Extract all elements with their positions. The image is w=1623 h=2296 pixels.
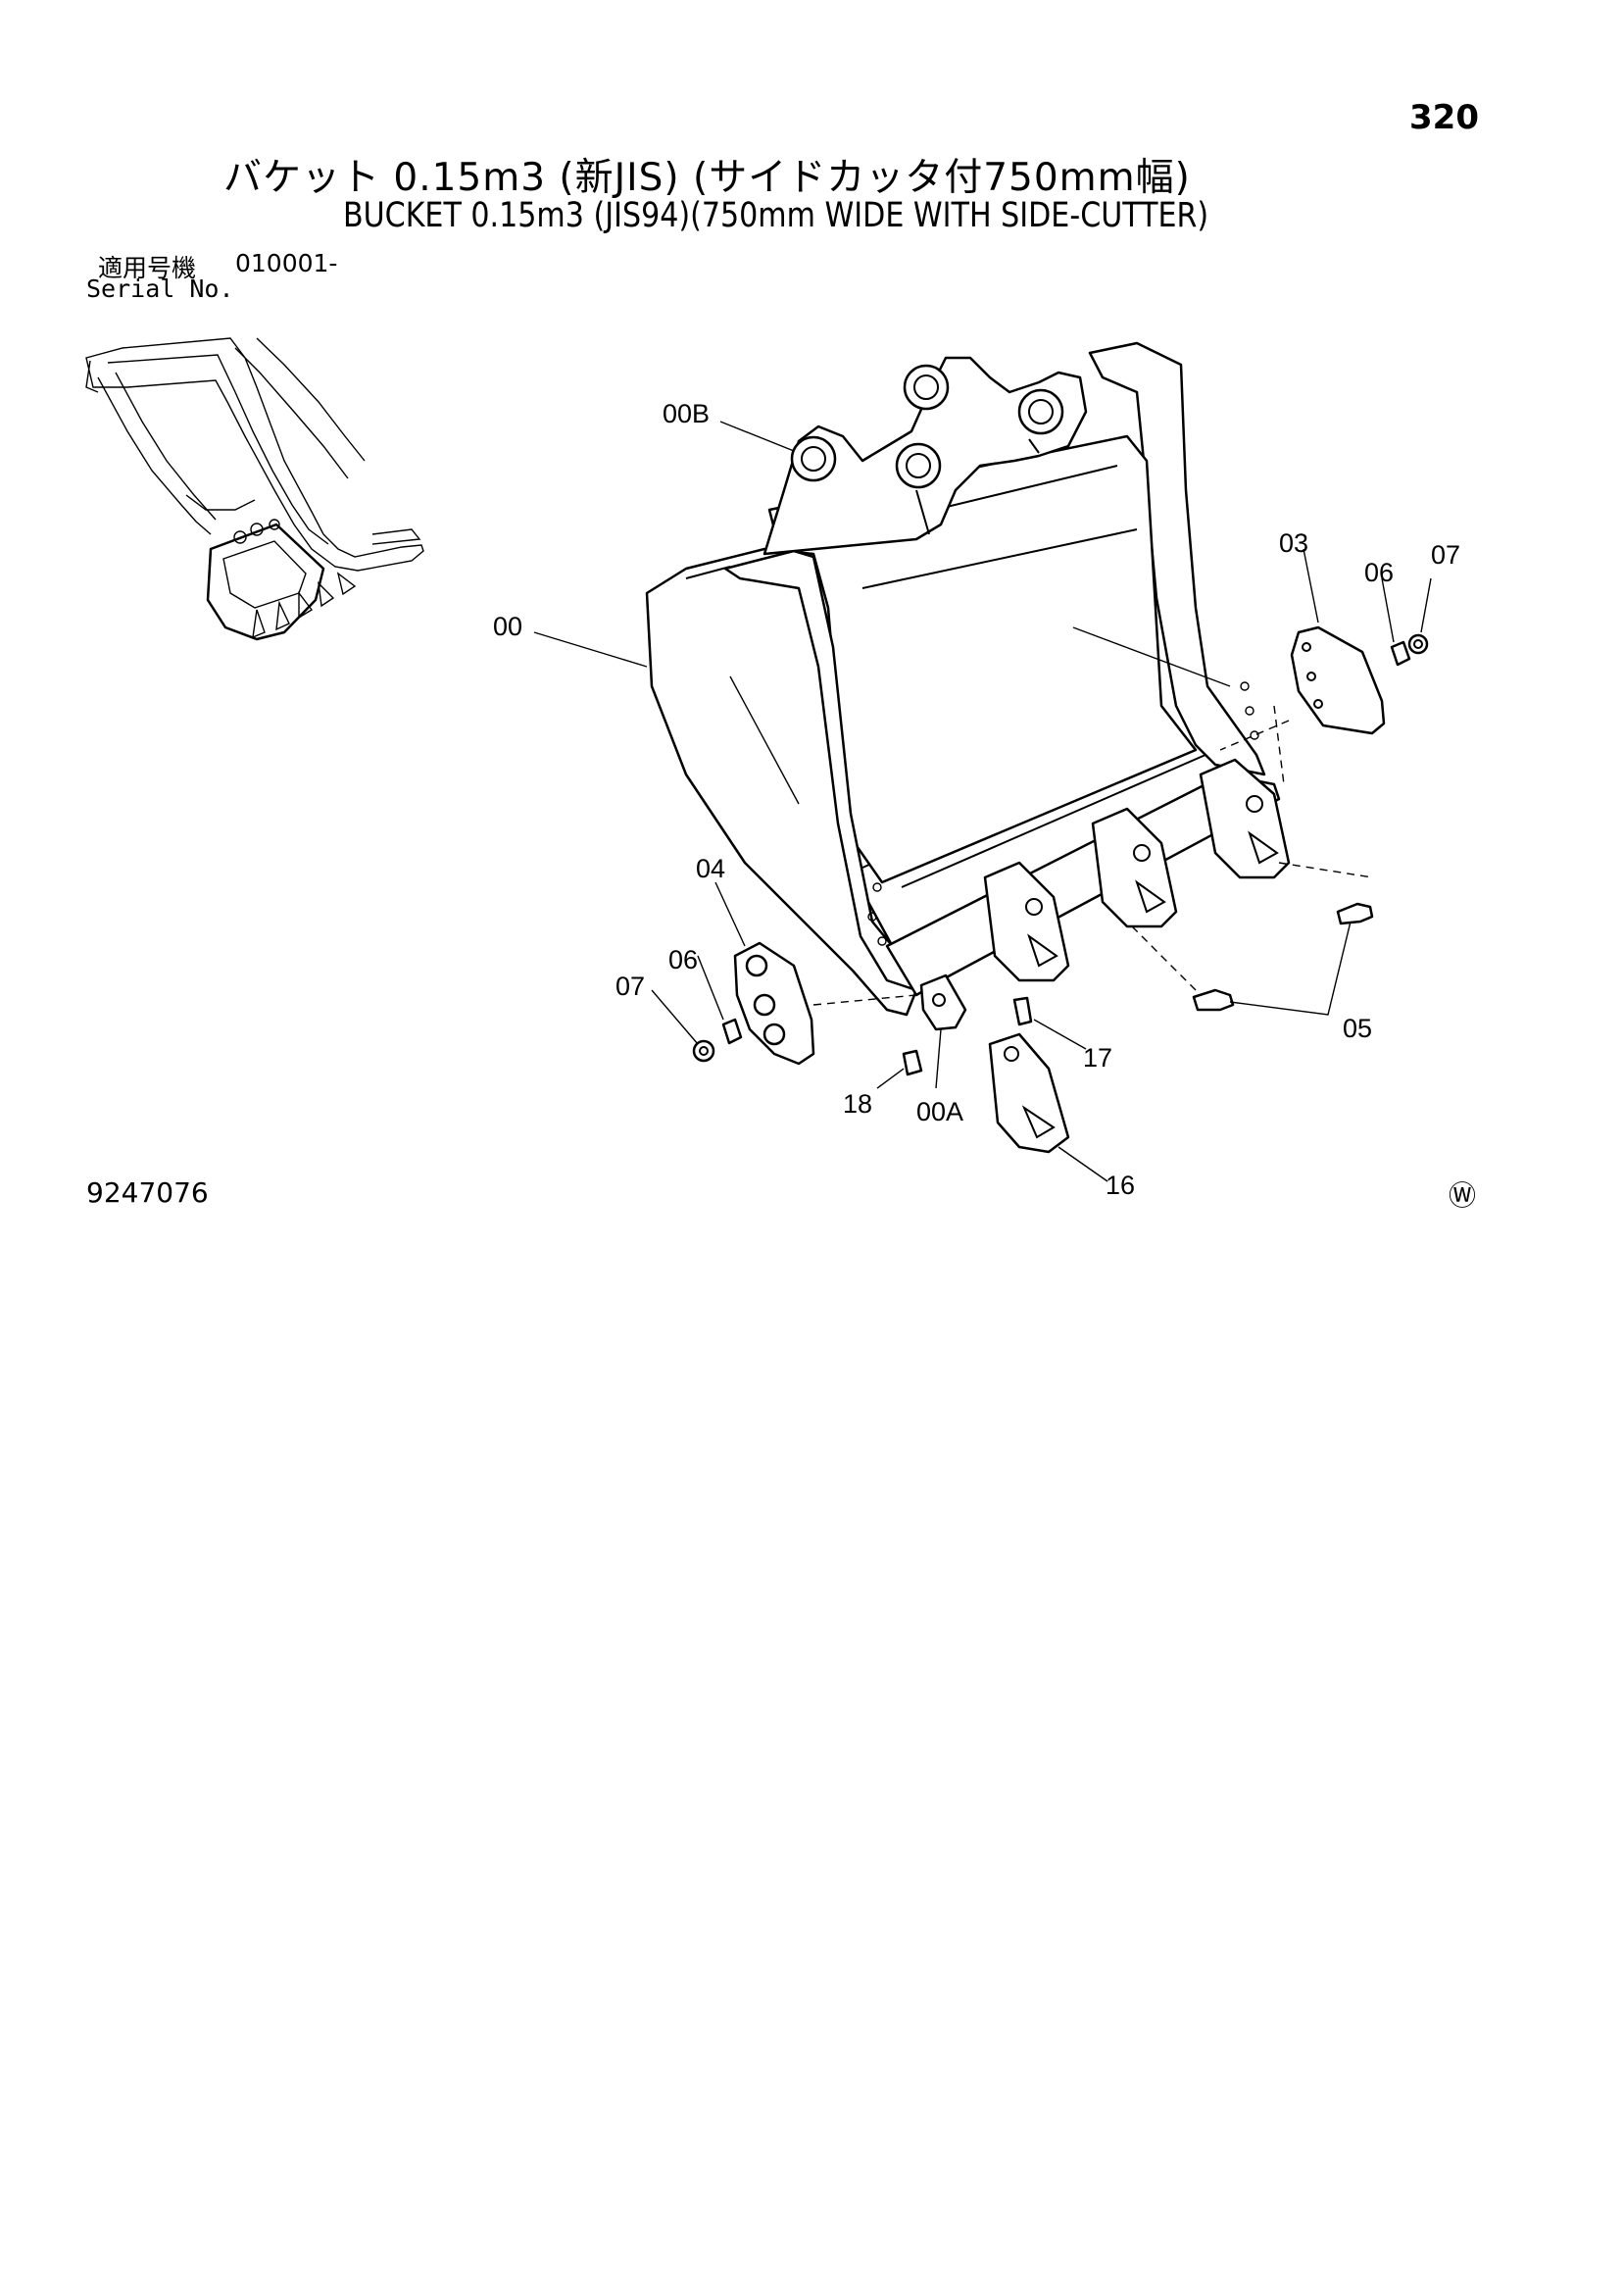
callout-07-right: 07 [1431, 540, 1460, 570]
bolts [1192, 902, 1374, 1012]
machine-overview-sketch [85, 337, 424, 641]
side-cutter-left [692, 941, 815, 1066]
side-cutter-right [1290, 625, 1429, 735]
callout-05: 05 [1343, 1014, 1372, 1043]
corner-mark: Ⓦ [1449, 1179, 1477, 1212]
tooth-group [902, 758, 1291, 1154]
leader-lines [533, 421, 1432, 1182]
bucket-body [645, 341, 1281, 1017]
assembly-lines [812, 705, 1373, 1006]
callout-labels: 00 00B 03 06 07 04 06 07 05 17 18 00A 16 [493, 399, 1460, 1200]
serial-label-japanese: 適用号機 [98, 254, 197, 282]
callout-00: 00 [493, 612, 522, 641]
callout-06-right: 06 [1364, 558, 1394, 587]
drawing-number: 9247076 [86, 1176, 209, 1209]
callout-00A: 00A [916, 1097, 963, 1126]
callout-03: 03 [1279, 528, 1308, 558]
callout-00B: 00B [663, 399, 710, 428]
title-japanese: バケット 0.15m3 (新JIS) (サイドカッタ付750mm幅) [223, 156, 1191, 200]
callout-07-left: 07 [615, 972, 645, 1001]
callout-17: 17 [1083, 1043, 1112, 1073]
title-english: BUCKET 0.15m3 (JIS94)(750mm WIDE WITH SI… [343, 196, 1209, 235]
callout-06-left: 06 [668, 945, 698, 974]
serial-code: 010001- [235, 249, 338, 277]
serial-label-english: Serial No. [86, 275, 234, 303]
callout-04: 04 [696, 854, 725, 883]
page-number: 320 [1409, 98, 1479, 137]
callout-18: 18 [843, 1089, 872, 1119]
callout-16: 16 [1106, 1171, 1135, 1200]
